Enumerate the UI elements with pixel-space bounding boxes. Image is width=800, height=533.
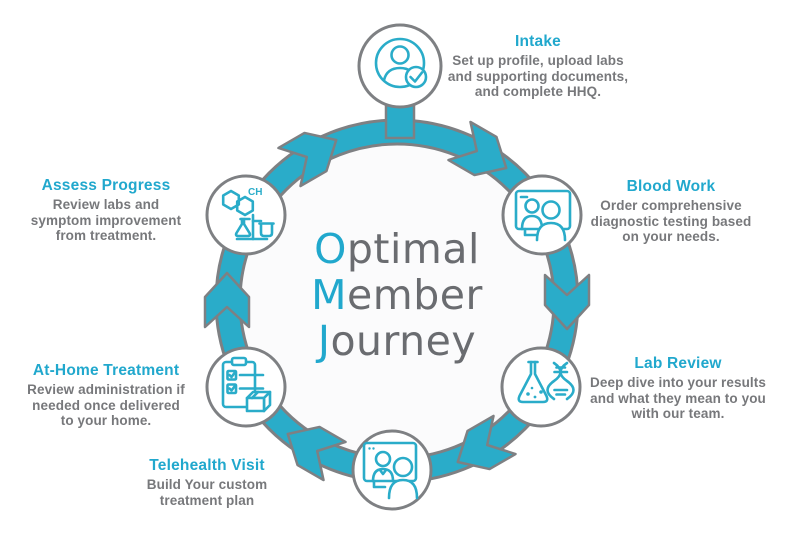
description-line: Order comprehensive (600, 198, 742, 213)
step-lab-review-label: Lab Review (634, 355, 722, 372)
flask-dna-icon (517, 360, 575, 404)
description-line: Deep dive into your results (590, 375, 766, 390)
screen-people-icon (514, 189, 572, 242)
title-line-optimal: Optimal (247, 226, 547, 272)
step-intake: Intake Set up profile, upload labs and s… (418, 32, 658, 100)
step-at-home-treatment: At-Home Treatment Review administration … (0, 361, 212, 429)
description-line: Review labs and (52, 197, 160, 212)
step-blood-work-description: Order comprehensive diagnostic testing b… (556, 198, 786, 245)
description-line: and what they mean to you (590, 390, 766, 406)
description-line: diagnostic testing based (590, 213, 752, 229)
description-line: on your needs. (622, 229, 720, 244)
step-telehealth-visit-description: Build Your custom treatment plan (97, 477, 317, 508)
description-line: with our team. (631, 406, 725, 421)
step-intake-description: Set up profile, upload labs and supporti… (418, 53, 658, 100)
description-line: needed once delivered (32, 397, 180, 413)
checklist-package-icon (221, 356, 272, 413)
step-at-home-treatment-label: At-Home Treatment (32, 362, 180, 379)
step-assess-progress-label: Assess Progress (41, 177, 171, 194)
title-line-member: Member (247, 272, 547, 318)
title-rest-member: ember (347, 271, 483, 319)
title-rest-optimal: ptimal (346, 225, 480, 273)
description-line: and supporting documents, (447, 68, 629, 84)
title-highlight-j: J (317, 317, 331, 365)
description-line: Set up profile, upload labs (452, 53, 624, 68)
diagram-title: Optimal Member Journey (247, 226, 547, 364)
video-doctor-icon (362, 441, 419, 500)
person-check-icon (374, 37, 428, 89)
description-line: treatment plan (159, 492, 255, 508)
chemistry-molecule-icon: CH (221, 187, 275, 241)
step-blood-work: Blood Work Order comprehensive diagnosti… (556, 177, 786, 245)
step-lab-review-description: Deep dive into your results and what the… (563, 375, 793, 422)
step-intake-label: Intake (515, 33, 561, 50)
step-lab-review: Lab Review Deep dive into your results a… (563, 354, 793, 422)
step-blood-work-label: Blood Work (626, 178, 716, 195)
title-line-journey: Journey (247, 318, 547, 364)
description-line: symptom improvement (30, 212, 182, 228)
step-assess-progress-description: Review labs and symptom improvement from… (0, 197, 212, 244)
title-rest-journey: ourney (330, 317, 477, 365)
title-highlight-m: M (311, 271, 348, 319)
step-telehealth-visit: Telehealth Visit Build Your custom treat… (97, 456, 317, 508)
molecule-label: CH (248, 187, 262, 198)
step-assess-progress: Assess Progress Review labs and symptom … (0, 176, 212, 244)
description-line: Build Your custom (146, 477, 268, 492)
description-line: to your home. (60, 413, 152, 428)
title-highlight-o: O (314, 225, 347, 273)
step-at-home-treatment-description: Review administration if needed once del… (0, 382, 212, 429)
description-line: from treatment. (55, 228, 157, 243)
description-line: Review administration if (27, 382, 185, 397)
description-line: and complete HHQ. (474, 84, 602, 99)
step-telehealth-visit-label: Telehealth Visit (149, 457, 265, 474)
